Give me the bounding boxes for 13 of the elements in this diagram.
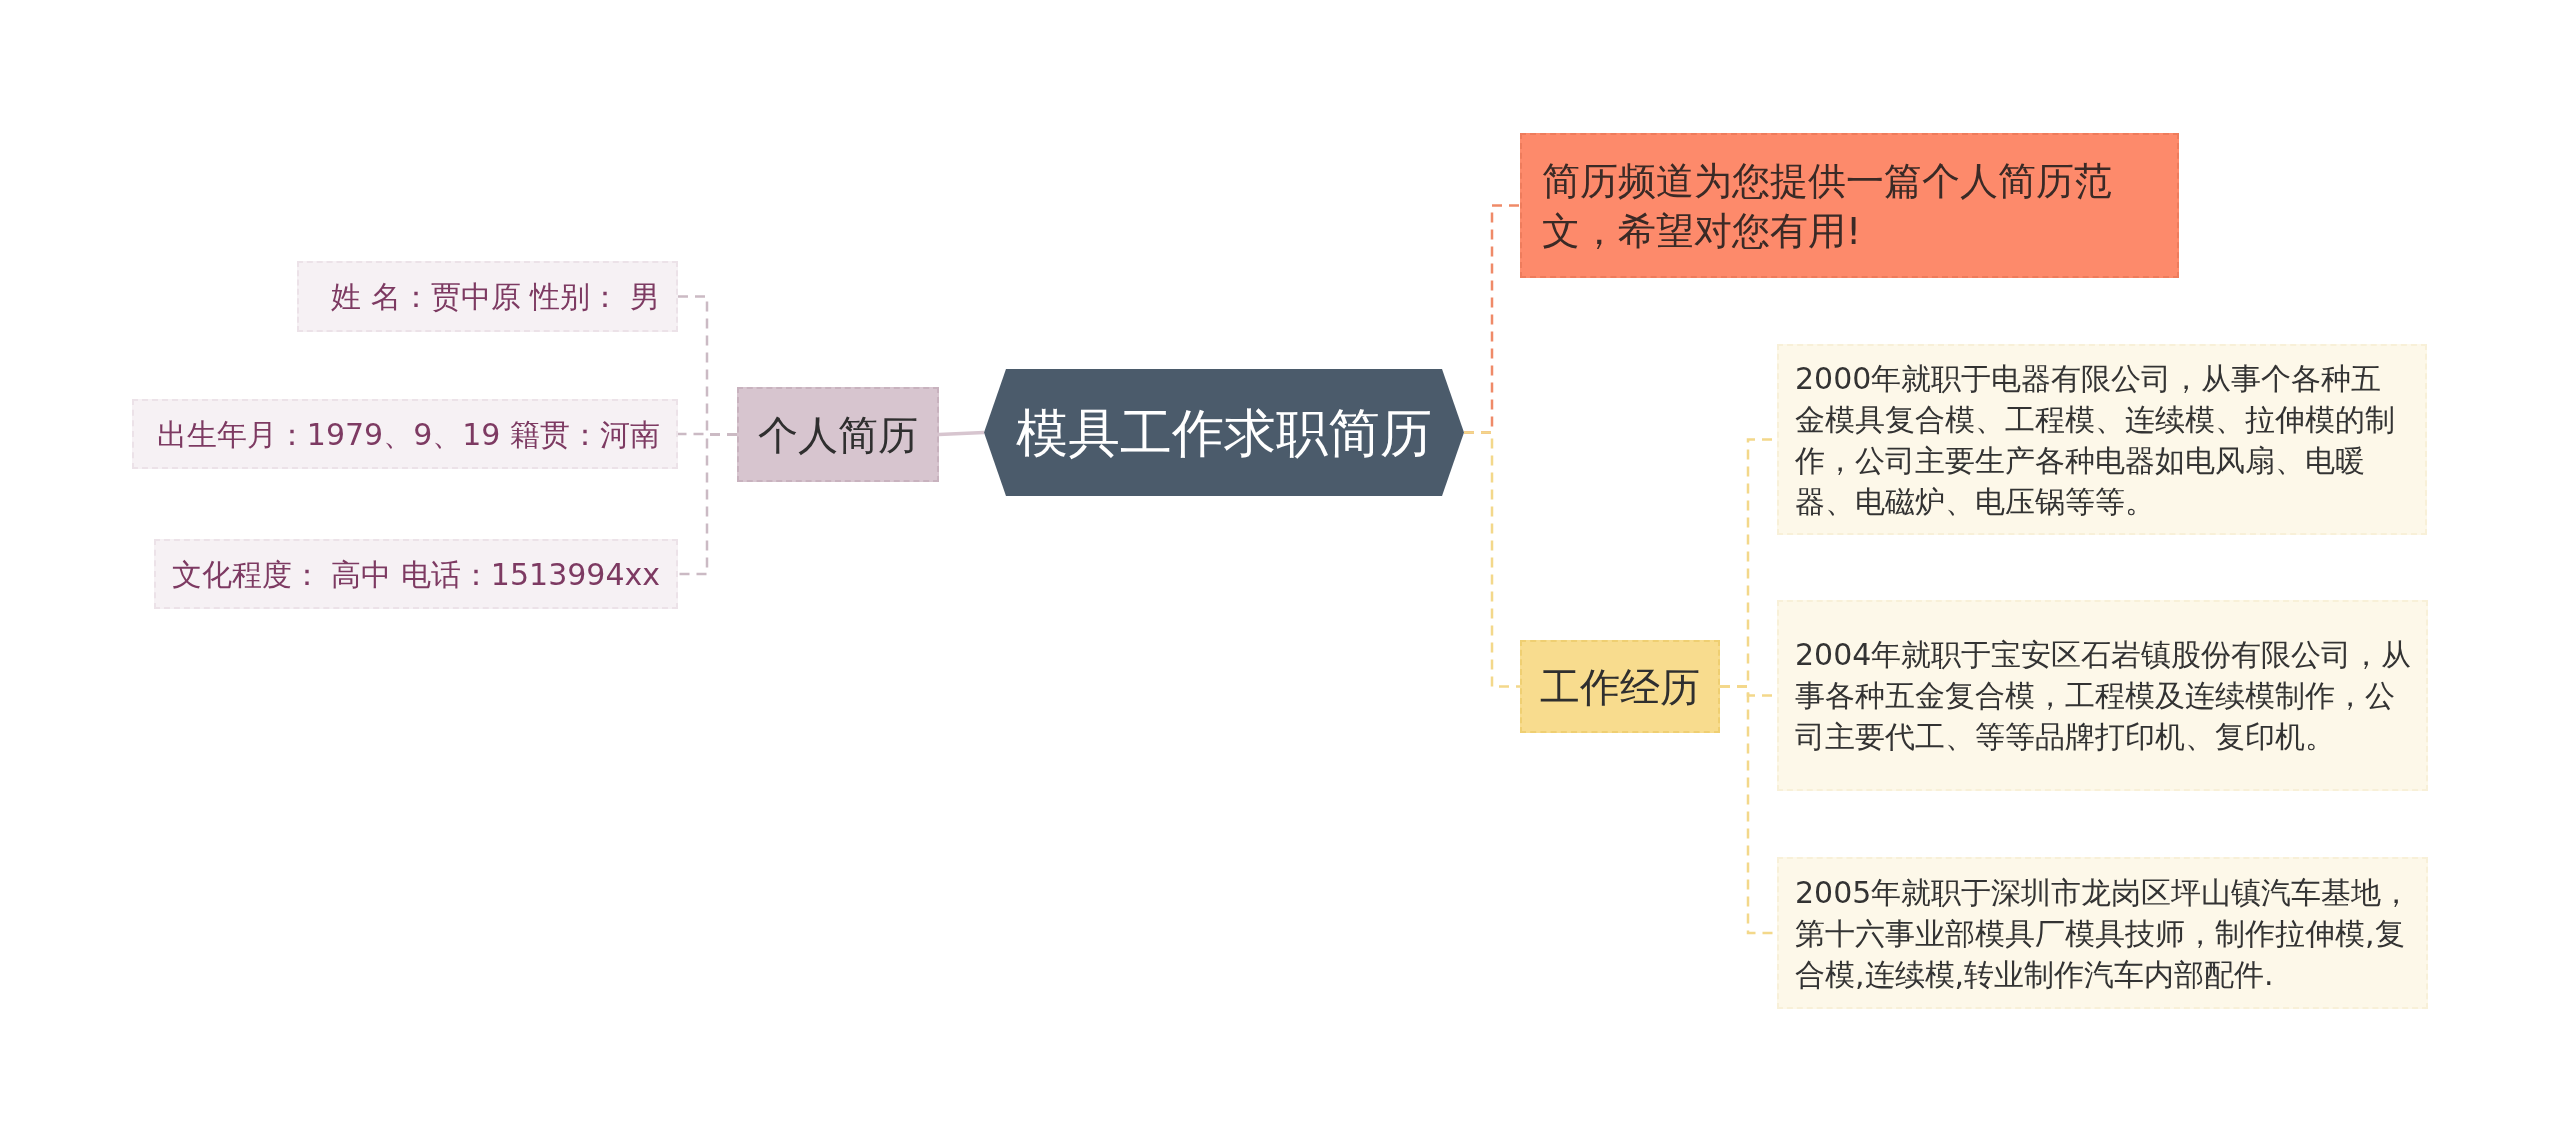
hexagon-box: 模具工作求职简历: [984, 369, 1464, 496]
topic-box: 个人简历: [737, 387, 939, 482]
topic-box: 工作经历: [1520, 640, 1720, 733]
detail-box: 2000年就职于电器有限公司，从事个各种五金模具复合模、工程模、连续模、拉伸模的制作，公司主要生产各种电器如电风扇、电暖器、电磁炉、电压锅等等。: [1777, 344, 2427, 535]
connector-line: [938, 430, 985, 437]
info-box: 出生年月：1979、9、19 籍贯：河南: [132, 399, 678, 469]
detail-box: 2004年就职于宝安区石岩镇股份有限公司，从事各种五金复合模，工程模及连续模制作，公司主要代工、等等品牌打印机、复印机。: [1777, 600, 2428, 791]
info-box: 文化程度： 高中 电话：1513994xx: [154, 539, 678, 609]
note-box: 简历频道为您提供一篇个人简历范文，希望对您有用!: [1520, 133, 2179, 278]
connector-line: [1464, 431, 1520, 688]
info-box: 姓 名：贾中原 性别： 男: [297, 261, 678, 332]
connector-line: [678, 433, 737, 576]
detail-box: 2005年就职于深圳市龙岗区坪山镇汽车基地，第十六事业部模具厂模具技师，制作拉伸模,复合模,连续模,转业制作汽车内部配件.: [1777, 857, 2428, 1009]
